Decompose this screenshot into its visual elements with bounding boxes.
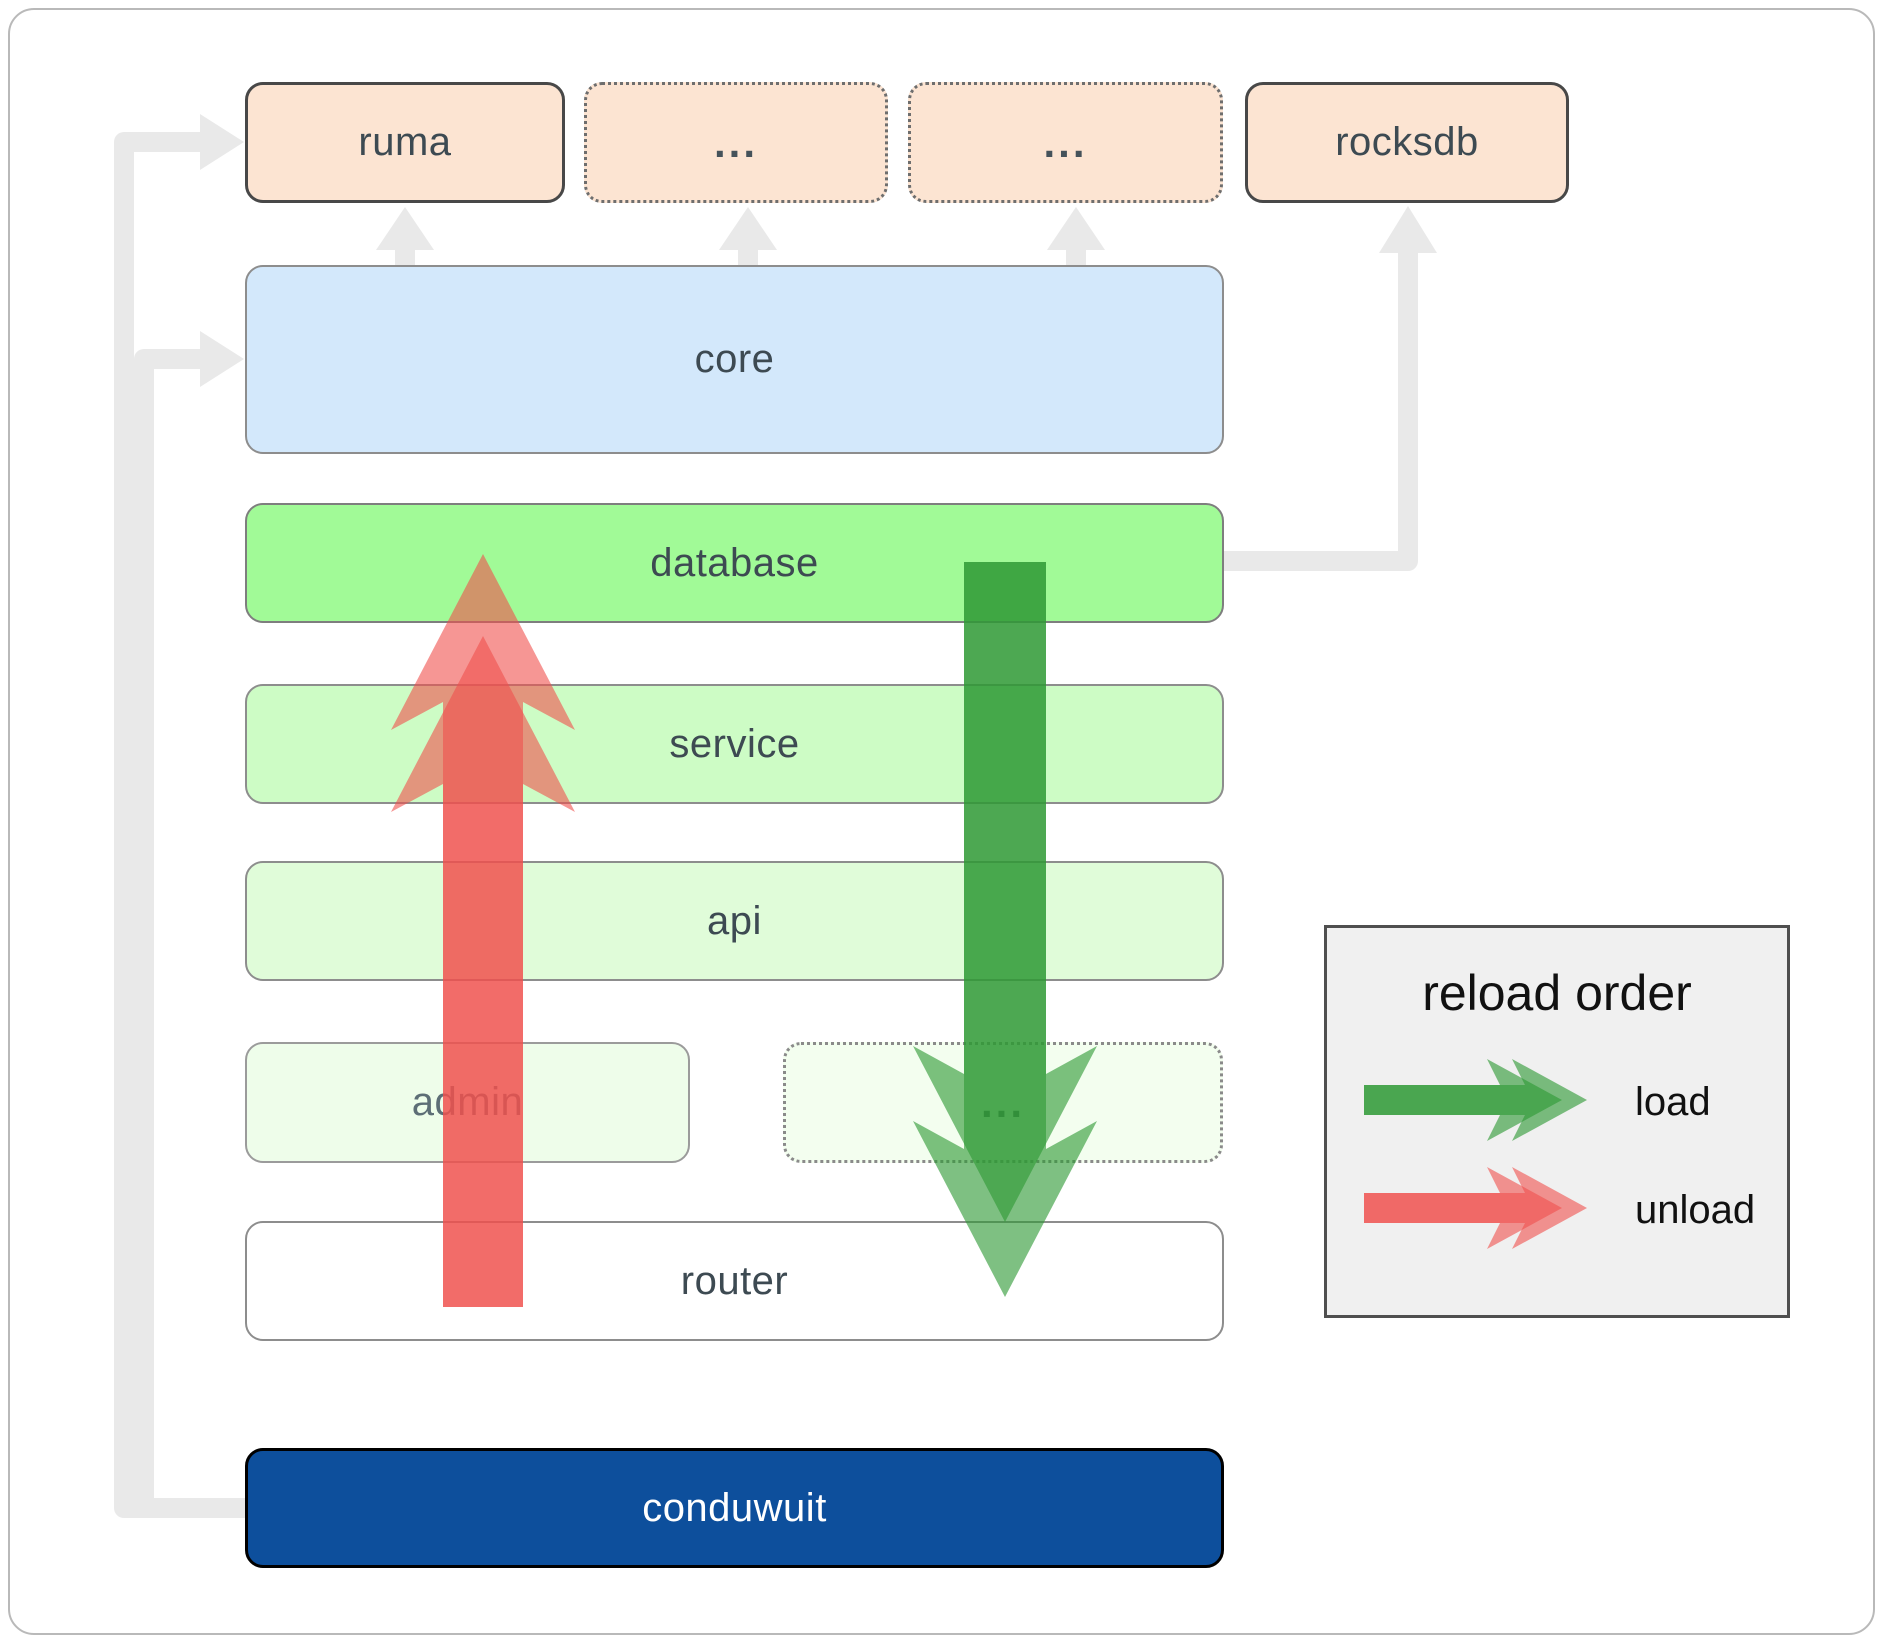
box-core: core: [245, 265, 1224, 454]
legend-unload-label: unload: [1635, 1188, 1756, 1232]
box-rocksdb: rocksdb: [1245, 82, 1569, 203]
box-admin: admin: [245, 1042, 690, 1163]
box-api: api: [245, 861, 1224, 981]
box-ellipsis-top-right-label: ...: [1043, 118, 1088, 166]
box-database: database: [245, 503, 1224, 623]
box-router: router: [245, 1221, 1224, 1341]
box-ruma: ruma: [245, 82, 565, 203]
box-ellipsis-top-left: ...: [584, 82, 888, 203]
box-admin-label: admin: [411, 1080, 524, 1124]
box-ellipsis-top-left-label: ...: [713, 118, 758, 166]
box-service-label: service: [669, 721, 800, 766]
box-router-label: router: [680, 1258, 789, 1303]
box-ellipsis-admin-row-label: ...: [980, 1078, 1025, 1126]
legend-load-label: load: [1635, 1080, 1711, 1124]
box-core-label: core: [694, 337, 775, 381]
box-ellipsis-admin-row: ...: [783, 1042, 1223, 1163]
box-rocksdb-label: rocksdb: [1335, 120, 1479, 164]
box-ellipsis-top-right: ...: [908, 82, 1223, 203]
box-ruma-label: ruma: [358, 120, 452, 164]
box-service: service: [245, 684, 1224, 804]
box-conduwuit: conduwuit: [245, 1448, 1224, 1568]
legend-reload-order: reload order load unload: [1324, 925, 1790, 1318]
legend-title: reload order: [1422, 965, 1692, 1021]
box-api-label: api: [707, 898, 762, 943]
box-conduwuit-label: conduwuit: [642, 1485, 827, 1530]
box-database-label: database: [650, 540, 819, 585]
diagram-frame: [8, 8, 1875, 1635]
